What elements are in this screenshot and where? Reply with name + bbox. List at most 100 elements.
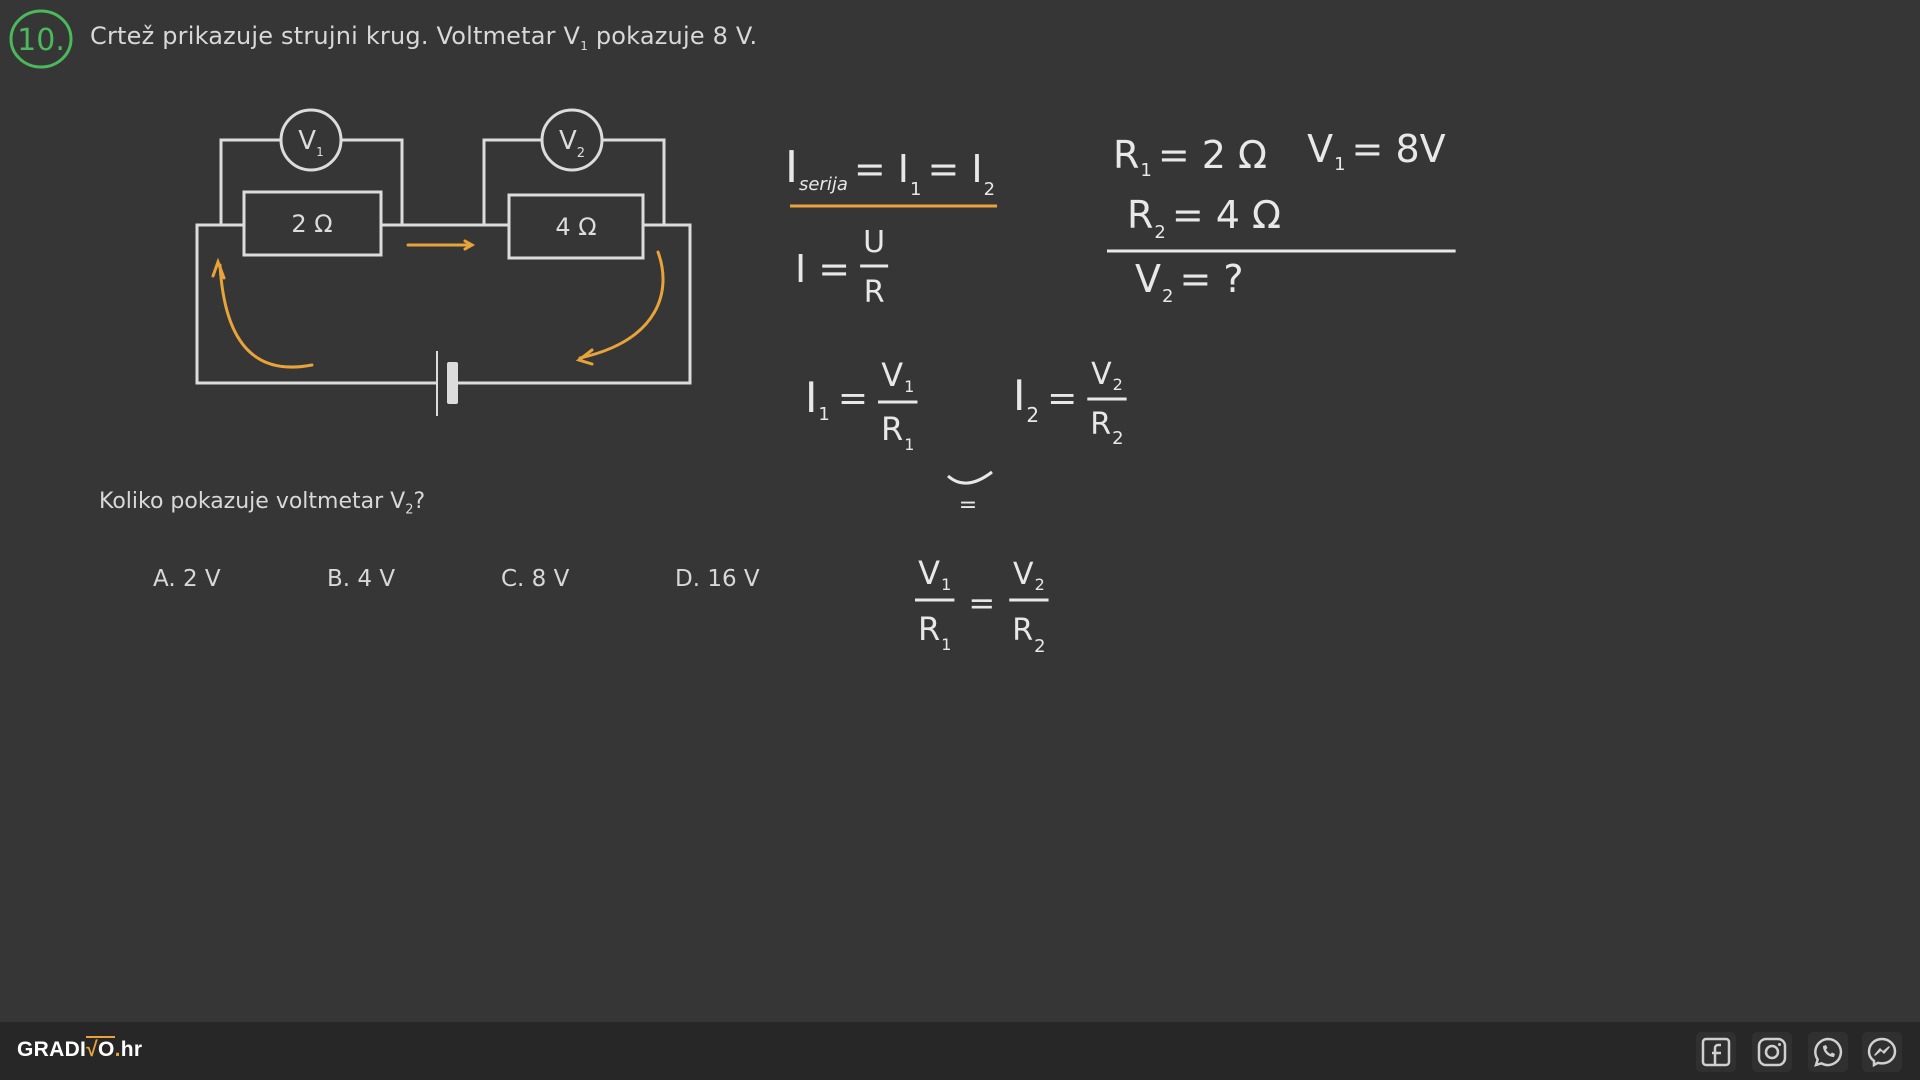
ratio-den1-sub: 1 — [941, 635, 951, 654]
prompt-text: Koliko pokazuje voltmetar V — [99, 489, 406, 514]
given-v1-value: = 8V — [1352, 127, 1446, 171]
given-v2-value: = ? — [1179, 257, 1243, 301]
ratio-eq: = — [968, 584, 995, 622]
given-values: R 1 = 2 Ω V 1 = 8V R 2 = 4 Ω V 2 = ? — [1107, 127, 1456, 307]
i1-lhs: I — [805, 373, 817, 422]
messenger-icon — [1867, 1037, 1897, 1068]
eq-I: I — [785, 142, 798, 193]
given-r1-sub: 1 — [1140, 160, 1151, 181]
eq-eq-I2: = I — [927, 147, 982, 191]
eq-sub-2: 2 — [984, 179, 995, 200]
given-v1-row: V 1 = 8V — [1307, 127, 1446, 175]
voltmeter1-symbol: V — [298, 126, 316, 156]
i2-den: R — [1090, 407, 1111, 442]
circuit-wire-right — [458, 223, 692, 385]
voltmeter1-circle — [279, 108, 343, 172]
resistor2 — [507, 193, 645, 260]
voltmeter2-circle — [540, 108, 604, 172]
statement-end: pokazuje 8 V. — [588, 22, 758, 50]
voltmeter1-label: V 1 — [298, 126, 323, 159]
series-current-equation: I serija = I 1 = I 2 — [785, 142, 995, 200]
given-r2: R — [1127, 193, 1153, 237]
given-r1-row: R 1 = 2 Ω — [1113, 133, 1267, 181]
logo-text-left: GRADI — [17, 1038, 87, 1061]
i2-eq: = — [1047, 378, 1077, 419]
whatsapp-button[interactable] — [1808, 1032, 1848, 1072]
eq-sub-1: 1 — [910, 179, 921, 200]
battery-short-plate — [447, 362, 458, 404]
gradivo-logo[interactable]: GRADI√O.hr — [17, 1036, 143, 1062]
voltmeter1-wire-right — [341, 138, 404, 225]
current-arrow-top-head — [463, 239, 476, 251]
resistor2-label: 4 Ω — [555, 213, 596, 241]
voltmeter2-label: V 2 — [559, 126, 585, 161]
resistor1 — [242, 190, 383, 257]
i2-num: V — [1091, 357, 1112, 392]
ohm-law: I = U R — [795, 225, 889, 310]
ratio-num1: V — [918, 554, 940, 592]
given-r1-value: = 2 Ω — [1158, 133, 1267, 177]
circuit-diagram — [195, 108, 692, 416]
ratio-den1: R — [918, 610, 940, 648]
question-number: 10. — [17, 23, 65, 58]
ratio-den2: R — [1012, 613, 1033, 648]
statement-text: Crtež prikazuje strujni krug. Voltmetar … — [90, 22, 581, 50]
voltmeter2-wire — [482, 138, 542, 225]
voltmeter2-wire-right — [602, 138, 666, 225]
i1-eq: = — [838, 378, 868, 419]
prompt-sub: 2 — [405, 502, 414, 518]
eq-sub-serija: serija — [799, 174, 848, 195]
whatsapp-icon — [1814, 1037, 1843, 1067]
i2-lhs: I — [1013, 371, 1025, 420]
eq-eq-I1: = I — [854, 147, 909, 191]
answer-option-b[interactable]: B. 4 V — [327, 566, 396, 592]
given-r1: R — [1113, 133, 1139, 177]
facebook-icon — [1701, 1037, 1731, 1067]
answer-option-a[interactable]: A. 2 V — [153, 566, 221, 592]
question-prompt: Koliko pokazuje voltmetar V2? — [99, 489, 425, 517]
join-bracket — [947, 470, 993, 485]
statement-sub: 1 — [580, 38, 589, 53]
voltmeter1-wire — [219, 138, 281, 225]
ratio-num1-sub: 1 — [941, 575, 951, 594]
ohm-numerator: U — [863, 225, 885, 260]
i1-den-sub: 1 — [904, 435, 914, 454]
i1-lhs-sub: 1 — [818, 404, 829, 425]
i2-den-sub: 2 — [1112, 428, 1123, 449]
voltmeter2-sub: 2 — [577, 146, 585, 161]
current-arrow-right — [578, 250, 665, 360]
i2-num-sub: 2 — [1113, 375, 1123, 394]
ratio-den2-sub: 2 — [1034, 636, 1045, 657]
i1-den: R — [881, 410, 903, 448]
given-v1: V — [1307, 127, 1333, 171]
answer-options: A. 2 V B. 4 V C. 8 V D. 16 V — [153, 566, 779, 592]
voltmeter1-sub: 1 — [316, 145, 324, 159]
given-r2-sub: 2 — [1154, 222, 1165, 243]
instagram-button[interactable] — [1752, 1032, 1792, 1072]
answer-option-c[interactable]: C. 8 V — [501, 566, 570, 592]
instagram-icon — [1757, 1037, 1787, 1067]
given-v2-row: V 2 = ? — [1135, 257, 1244, 307]
current-arrow-left-head — [211, 257, 226, 280]
whiteboard: 10. V 1 V 2 2 Ω 4 Ω — [9, 9, 1456, 657]
given-r2-value: = 4 Ω — [1172, 193, 1281, 237]
given-v2: V — [1135, 257, 1161, 301]
logo-text-right: hr — [120, 1038, 143, 1061]
board-canvas: 10. V 1 V 2 2 Ω 4 Ω — [9, 9, 1456, 657]
ratio-num2-sub: 2 — [1035, 575, 1045, 594]
given-r2-row: R 2 = 4 Ω — [1127, 193, 1281, 243]
i2-lhs-sub: 2 — [1026, 403, 1039, 427]
messenger-button[interactable] — [1862, 1032, 1902, 1072]
current-arrow-left — [218, 263, 314, 369]
i1-num: V — [881, 356, 903, 394]
ohm-denominator: R — [864, 275, 885, 310]
prompt-end: ? — [413, 489, 426, 514]
resistor1-label: 2 Ω — [291, 210, 332, 238]
join-equal-sign: = — [959, 493, 977, 518]
current-arrow-right-head — [575, 348, 594, 366]
answer-option-d[interactable]: D. 16 V — [675, 566, 760, 592]
facebook-button[interactable] — [1696, 1032, 1736, 1072]
given-v1-sub: 1 — [1334, 154, 1345, 175]
